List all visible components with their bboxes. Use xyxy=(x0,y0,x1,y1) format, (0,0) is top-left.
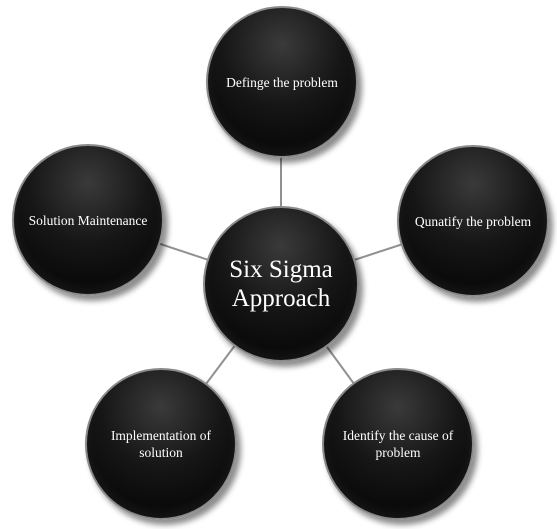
node-identify-cause-label: Identify the cause of problem xyxy=(342,428,454,460)
node-quantify-problem-label: Qunatify the problem xyxy=(414,213,532,229)
node-six-sigma-approach-label: Six Sigma Approach xyxy=(229,256,333,312)
node-quantify-problem: Qunatify the problem xyxy=(397,145,549,297)
node-define-problem: Definge the problem xyxy=(206,6,358,158)
node-identify-cause: Identify the cause of problem xyxy=(322,368,474,520)
node-six-sigma-approach: Six Sigma Approach xyxy=(203,206,359,362)
node-implementation-label: Implementation of solution xyxy=(110,428,212,460)
node-define-problem-label: Definge the problem xyxy=(226,74,338,90)
node-solution-maintenance: Solution Maintenance xyxy=(12,144,164,296)
node-solution-maintenance-label: Solution Maintenance xyxy=(28,212,148,228)
node-implementation: Implementation of solution xyxy=(85,368,237,520)
